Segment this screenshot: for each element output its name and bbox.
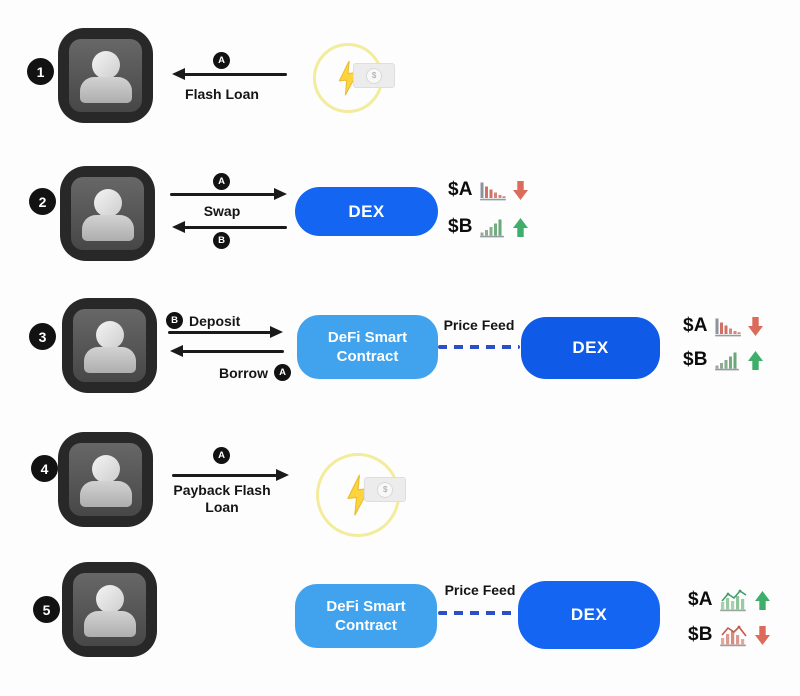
declining-bar-chart-icon [479,182,506,200]
user-avatar [60,166,155,261]
token-a-row: $A [688,587,770,613]
token-a-badge: A [213,173,230,190]
token-a-badge: A [213,447,230,464]
rising-bar-chart-icon [714,352,739,370]
token-a-symbol: $A [688,589,713,610]
up-arrow-icon [512,217,528,237]
flash-loan-label: Flash Loan [185,86,259,102]
token-a-symbol: $A [683,315,708,336]
token-a-row: $A [448,177,528,203]
token-a-row: $A [683,313,763,339]
down-arrow-icon [754,625,770,645]
dex-node: DEX [521,317,660,379]
token-b-symbol: $B [448,216,473,237]
lightning-bolt-icon [347,474,370,516]
token-a-badge: A [213,52,230,69]
user-avatar [62,562,157,657]
defi-smart-contract-node: DeFi Smart Contract [295,584,437,648]
token-b-symbol: $B [688,624,713,645]
deposit-flow-label: B Deposit [166,312,240,329]
defi-smart-contract-node: DeFi Smart Contract [297,315,438,379]
price-feed-dashed-line [438,345,520,349]
payback-arrow-right [172,474,277,477]
swap-arrow-right [170,193,275,196]
flash-loan-icon: $ [313,43,396,113]
borrow-flow-label: Borrow A [219,364,291,381]
user-avatar-icon [71,177,144,250]
declining-bar-chart-icon [714,318,741,336]
flash-loan-arrow-left [184,73,287,76]
swap-arrow-left [184,226,287,229]
user-avatar [58,432,153,527]
price-feed-dashed-line [438,611,518,615]
payback-flash-loan-label: Payback Flash Loan [173,482,271,515]
step-2-badge: 2 [29,188,56,215]
dollar-sign: $ [371,71,377,81]
token-a-symbol: $A [448,179,473,200]
price-feed-label: Price Feed [443,317,515,333]
dollar-sign: $ [383,485,388,495]
user-avatar [62,298,157,393]
swap-label: Swap [203,203,241,219]
token-b-badge: B [213,232,230,249]
step-5-badge: 5 [33,596,60,623]
banknote-icon: $ [353,63,396,89]
flash-loan-icon: $ [316,453,407,537]
user-avatar [58,28,153,123]
user-avatar-icon [73,309,146,382]
token-b-row: $B [688,622,770,648]
price-feed-label: Price Feed [444,582,516,598]
rising-bar-chart-icon [479,219,504,237]
token-b-symbol: $B [683,349,708,370]
token-b-row: $B [683,347,763,373]
step-1-badge: 1 [27,58,54,85]
banknote-icon: $ [364,477,407,503]
dex-node: DEX [295,187,438,236]
step-4-badge: 4 [31,455,58,482]
red-line-chart-down-icon [719,625,747,647]
token-b-badge: B [166,312,183,329]
borrow-arrow-left [182,350,284,353]
lightning-bolt-icon [338,60,358,96]
user-avatar-icon [69,443,142,516]
step-3-badge: 3 [29,323,56,350]
token-a-badge: A [274,364,291,381]
deposit-arrow-right [168,331,271,334]
user-avatar-icon [69,39,142,112]
up-arrow-icon [747,350,763,370]
deposit-label: Deposit [189,312,241,329]
down-arrow-icon [747,316,763,336]
up-arrow-icon [754,590,770,610]
down-arrow-icon [512,180,528,200]
user-avatar-icon [73,573,146,646]
borrow-label: Borrow [219,364,268,381]
dex-node: DEX [518,581,660,649]
green-line-chart-up-icon [719,589,747,612]
token-b-row: $B [448,214,528,240]
